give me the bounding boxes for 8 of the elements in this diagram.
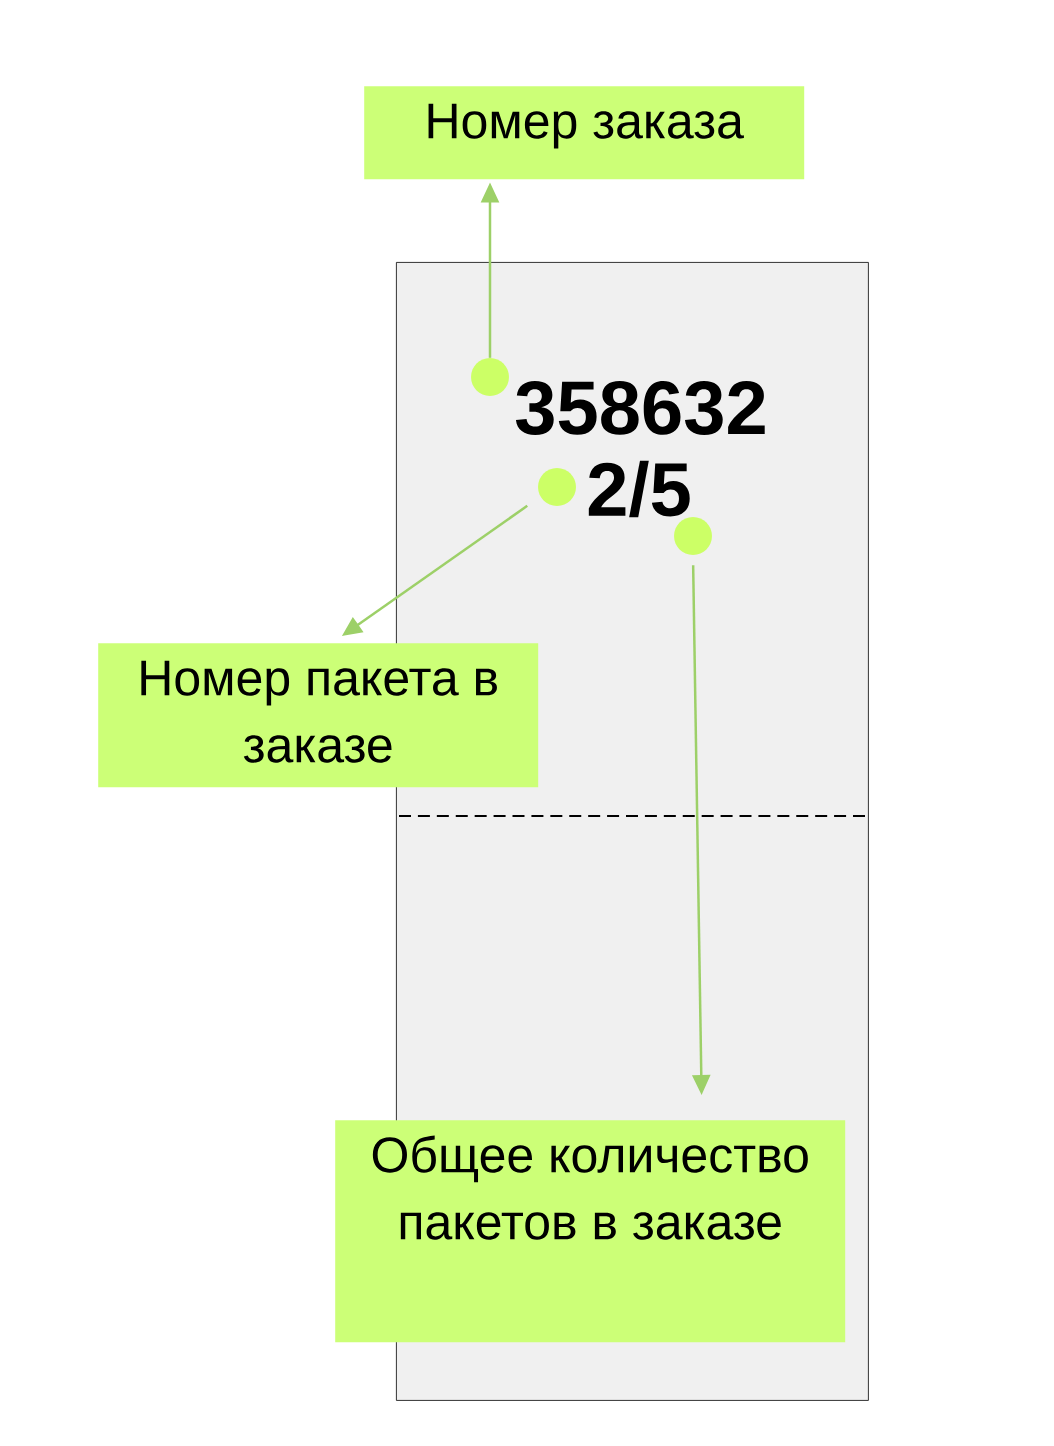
callout-box: Общее количество пакетов в заказе (335, 1120, 846, 1343)
callout-box: Номер заказа (364, 86, 805, 180)
callout-box: Номер пакета в заказе (98, 643, 539, 788)
order-number: 358632 (515, 381, 765, 435)
marker-dot (538, 468, 576, 506)
marker-dot (674, 517, 712, 555)
package-count: 2/5 (588, 460, 690, 518)
marker-dot (471, 358, 509, 396)
